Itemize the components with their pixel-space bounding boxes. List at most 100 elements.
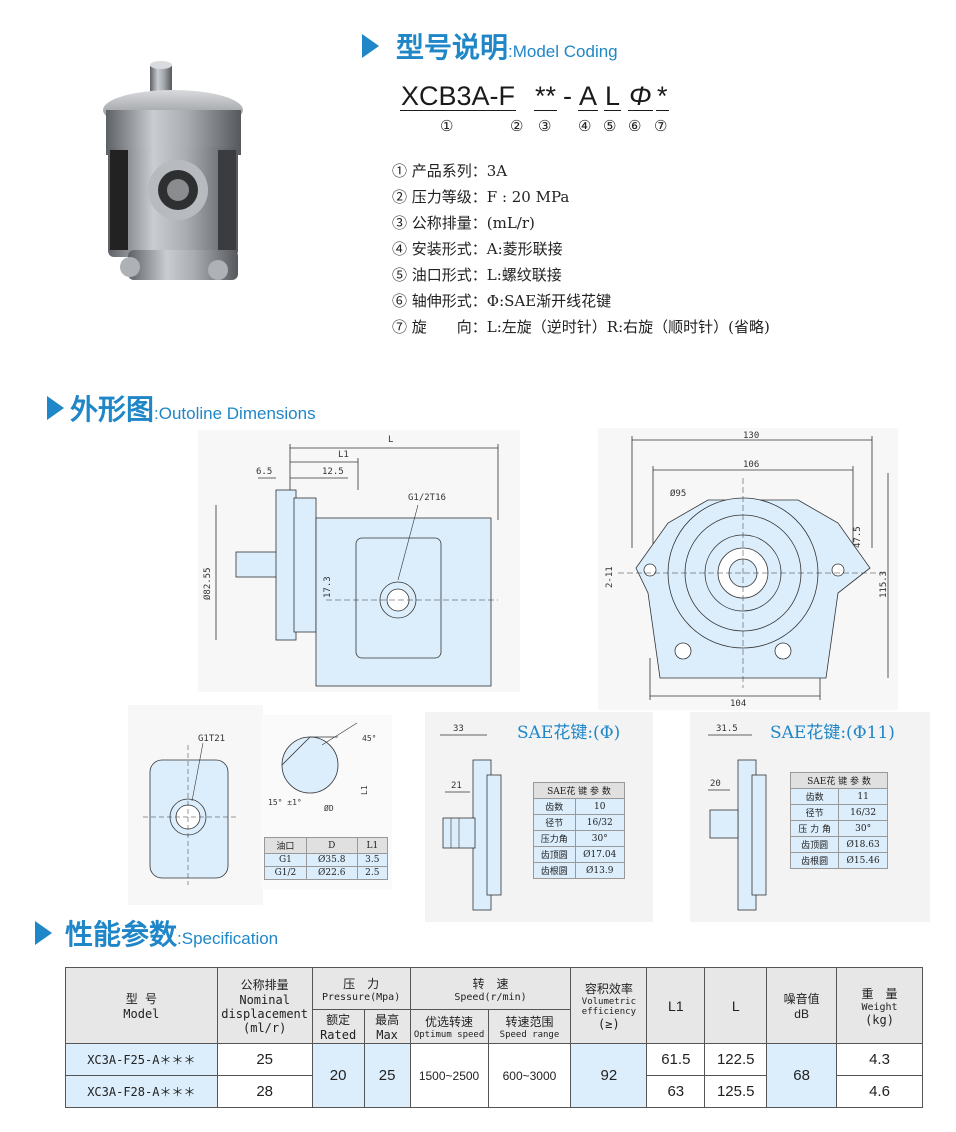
dim-104: 104: [730, 699, 746, 709]
cell-model: XC3A-F25-A＊＊＊: [65, 1043, 218, 1076]
port-table-cell: 3.5: [356, 853, 389, 867]
code-part-displacement: **: [534, 81, 558, 111]
port-table: 油口 D L1 G1 Ø35.8 3.5 G1/2 Ø22.6 2.5: [264, 837, 389, 880]
code-line-6: ⑥ 轴伸形式：Φ:SAE渐开线花键: [392, 292, 612, 310]
sae1-cell: 齿根圆: [533, 862, 576, 879]
detail-l1: L1: [360, 785, 369, 795]
dim-130: 130: [743, 431, 759, 441]
code-part-rotation: *: [656, 81, 669, 111]
port-detail-drawing: 45° 15° ±1° ØD L1 油口 D L1 G1 Ø35.8 3.5 G…: [262, 715, 392, 890]
section-marker-icon: [35, 921, 52, 945]
cell-max: 25: [363, 1043, 411, 1108]
sae1-title: SAE花键:(Φ): [517, 723, 621, 743]
sae2-cell: 16/32: [838, 804, 888, 821]
code-part-port: L: [604, 81, 622, 111]
dim-12-5: 12.5: [322, 467, 344, 477]
sae2-cell: 齿根圆: [789, 852, 840, 869]
cell-range: 600~3000: [487, 1043, 572, 1108]
sae2-dim-20: 20: [710, 779, 721, 789]
section-marker-icon: [362, 34, 379, 58]
dim-2-11: 2-11: [605, 566, 615, 588]
sae2-cell: 径节: [789, 804, 840, 821]
side-view-drawing: L L1 6.5 12.5 G1/2T16 Ø82.55 17.3: [198, 430, 520, 692]
sae2-title: SAE花键:(Φ11): [770, 723, 895, 743]
dim-L: L: [388, 435, 393, 445]
heading-en: :Outoline Dimensions: [154, 404, 316, 423]
angle-45: 45°: [362, 734, 376, 743]
code-line-2: ② 压力等级：F : 20 MPa: [392, 188, 570, 206]
sae2-cell: 11: [838, 788, 888, 805]
port-table-header: D: [305, 837, 358, 854]
sae1-cell: 径节: [533, 814, 576, 831]
cell-noise: 68: [766, 1043, 838, 1108]
sae2-dim-31-5: 31.5: [716, 724, 738, 734]
dim-6-5: 6.5: [256, 467, 272, 477]
code-explanation-list: ① 产品系列：3A ② 压力等级：F : 20 MPa ③ 公称排量：(mL/r…: [392, 160, 922, 350]
sae1-cell: 10: [574, 798, 626, 815]
code-num-7: ⑦: [654, 117, 668, 135]
port-table-header: L1: [356, 837, 389, 854]
code-line-1: ① 产品系列：3A: [392, 162, 508, 180]
cell-volumetric: 92: [570, 1043, 648, 1108]
heading-cn: 外形图: [70, 393, 155, 426]
sae1-table-title: SAE花 键 参 数: [533, 782, 625, 799]
specification-heading: 性能参数:Specification: [65, 913, 278, 953]
port-table-cell: 2.5: [356, 866, 389, 880]
port-thread-label: G1T21: [198, 734, 225, 744]
dim-port: G1/2T16: [408, 493, 446, 503]
code-num-3: ③: [538, 117, 552, 135]
cell-model: XC3A-F28-A＊＊＊: [65, 1075, 218, 1108]
angle-15: 15° ±1°: [268, 798, 302, 807]
sae1-dim-33: 33: [453, 724, 464, 734]
code-part-shaft: Φ: [628, 81, 653, 111]
header-L: L: [704, 967, 768, 1044]
code-line-3: ③ 公称排量：(mL/r): [392, 214, 535, 232]
sae1-dim-21: 21: [451, 781, 462, 791]
sae1-cell: Ø17.04: [574, 846, 626, 863]
sae2-cell: 齿数: [789, 788, 840, 805]
dim-17-3: 17.3: [323, 576, 333, 598]
code-num-4: ④: [578, 117, 592, 135]
cell-weight: 4.6: [836, 1075, 923, 1108]
heading-en: :Specification: [177, 929, 279, 948]
code-part-mount: A: [578, 81, 599, 111]
code-line-7: ⑦ 旋 向：L:左旋（逆时针）R:右旋（顺时针）(省略): [392, 318, 770, 336]
heading-en: :Model Coding: [508, 42, 618, 61]
pump-photo: [78, 55, 268, 295]
port-table-cell: Ø22.6: [305, 866, 358, 880]
detail-od: ØD: [324, 803, 334, 813]
sae1-cell: 30°: [574, 830, 626, 847]
port-table-cell: Ø35.8: [305, 853, 358, 867]
cell-L1: 61.5: [646, 1043, 706, 1076]
cell-L: 122.5: [704, 1043, 768, 1076]
section-marker-icon: [47, 396, 64, 420]
outline-heading: 外形图:Outoline Dimensions: [70, 388, 316, 428]
sae2-table-title: SAE花 键 参 数: [790, 772, 888, 789]
port-table-cell: G1/2: [264, 866, 307, 880]
cell-optimum: 1500~2500: [409, 1043, 489, 1108]
header-L1: L1: [646, 967, 706, 1044]
code-num-5: ⑤: [603, 117, 617, 135]
model-coding-heading: 型号说明:Model Coding: [396, 26, 618, 66]
code-num-6: ⑥: [628, 117, 642, 135]
sae2-cell: 压 力 角: [789, 820, 840, 837]
heading-cn: 性能参数: [65, 918, 178, 951]
sae1-cell: 齿顶圆: [533, 846, 576, 863]
dim-L1: L1: [338, 450, 349, 460]
port-table-cell: G1: [264, 853, 307, 867]
dim-106: 106: [743, 460, 759, 470]
code-part-series: XCB3A-F: [400, 81, 517, 111]
code-line-5: ⑤ 油口形式：L:螺纹联接: [392, 266, 562, 284]
model-code: XCB3A-F ** - A L Φ *: [400, 82, 700, 116]
code-dash: -: [563, 81, 572, 111]
sae2-cell: Ø18.63: [838, 836, 888, 853]
